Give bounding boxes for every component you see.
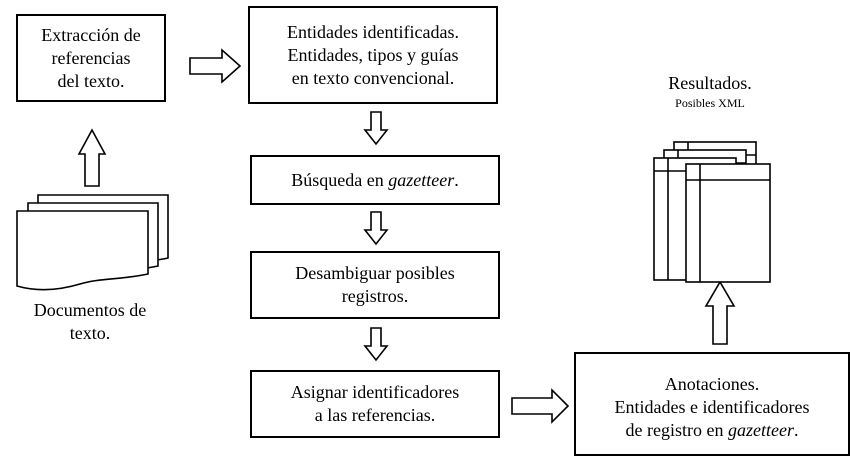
arrow-right-extract-to-entities [189,48,242,84]
entities-line-3: en texto convencional. [291,67,455,88]
documents-line-2: texto. [69,323,111,343]
documents-label: Documentos de texto. [10,299,170,345]
arrow-down-entities-to-search [363,111,389,146]
assign-line-1: Asignar identificadores [290,382,460,402]
extract-line-1: Extracción de [41,24,141,45]
annotations-line-3-prefix: de registro en [625,419,728,440]
search-italic: gazetteer [388,169,455,190]
annotations-line-1: Anotaciones. [664,373,760,394]
documents-stack-icon [16,194,169,291]
results-stack-icon [653,141,771,283]
results-label: Resultados. Posibles XML [640,72,780,111]
entities-line-2: Entidades, tipos y guías [287,44,459,65]
disambiguate-records-box: Desambiguar posibles registros. [250,251,500,319]
extract-line-3: del texto. [57,70,125,91]
annotations-line-2: Entidades e identificadores [614,396,810,417]
arrow-down-disambiguate-to-assign [363,327,389,362]
arrow-down-search-to-disambiguate [363,211,389,246]
extract-line-2: referencias [51,47,131,68]
disambiguate-line-1: Desambiguar posibles [295,263,455,283]
search-line: Búsqueda en gazetteer. [291,169,458,192]
disambiguate-line-2: registros. [341,286,409,306]
annotations-box: Anotaciones. Entidades e identificadores… [574,352,850,456]
annotations-line-3-suffix: . [793,419,799,440]
results-title: Resultados. [668,73,752,93]
identified-entities-box: Entidades identificadas. Entidades, tipo… [248,6,498,104]
arrow-right-assign-to-annotations [511,388,570,424]
gazetteer-search-box: Búsqueda en gazetteer. [250,155,500,205]
assign-identifiers-box: Asignar identificadores a las referencia… [250,370,500,438]
annotations-line-3-italic: gazetteer [727,419,794,440]
assign-line-2: a las referencias. [314,405,436,425]
arrow-up-documents-to-extract [77,128,107,187]
annotations-line-3: de registro en gazetteer. [626,419,799,442]
results-subtitle: Posibles XML [675,96,745,110]
entities-line-1: Entidades identificadas. [287,21,459,42]
search-text: Búsqueda en [291,169,389,190]
extract-references-box: Extracción de referencias del texto. [16,14,166,102]
documents-line-1: Documentos de [33,300,147,320]
search-suffix: . [454,169,459,190]
arrow-up-annotations-to-results [704,280,736,345]
